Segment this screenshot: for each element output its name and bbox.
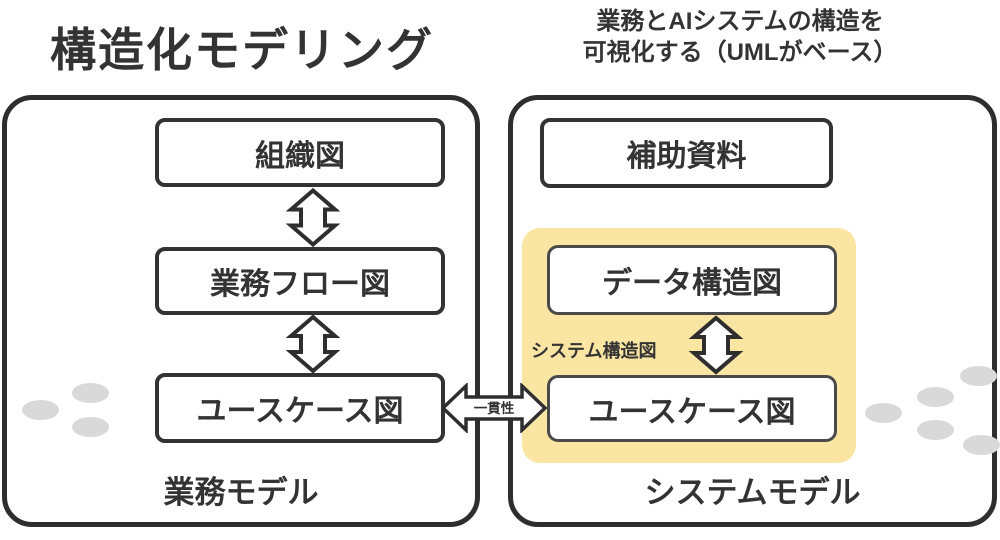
- business-model-panel: 業務モデル: [2, 95, 480, 527]
- ellipsis-dot-icon: [917, 420, 954, 440]
- ellipsis-dot-icon: [865, 403, 902, 423]
- subtitle-line-2: 可視化する（UMLがベース）: [582, 39, 898, 66]
- ellipsis-dot-icon: [960, 366, 997, 386]
- ellipsis-dot-icon: [72, 417, 109, 437]
- ellipsis-dot-icon: [22, 400, 59, 420]
- ellipsis-dot-icon: [963, 435, 1000, 455]
- node-usecase-diagram-system: ユースケース図: [547, 375, 837, 442]
- subtitle-line-1: 業務とAIシステムの構造を: [596, 8, 884, 35]
- consistency-arrow: 一貫性: [441, 383, 547, 433]
- ellipsis-dot-icon: [72, 383, 109, 403]
- business-model-label: 業務モデル: [163, 475, 319, 510]
- node-business-flow-diagram: 業務フロー図: [155, 247, 445, 315]
- system-model-panel: システムモデル: [508, 95, 997, 527]
- subtitle: 業務とAIシステムの構造を 可視化する（UMLがベース）: [540, 6, 940, 68]
- node-supporting-materials: 補助資料: [540, 118, 833, 188]
- horizontal-double-arrow-icon: [441, 383, 547, 433]
- vertical-double-arrow-icon: [283, 187, 343, 248]
- vertical-double-arrow-icon: [283, 314, 343, 374]
- vertical-double-arrow-icon: [686, 314, 746, 376]
- system-structure-group-label: システム構造図: [531, 341, 657, 361]
- page-title: 構造化モデリング: [50, 24, 434, 76]
- node-organization-chart: 組織図: [155, 118, 445, 187]
- system-model-label: システムモデル: [644, 475, 861, 510]
- node-usecase-diagram-business: ユースケース図: [155, 373, 445, 443]
- node-data-structure-diagram: データ構造図: [547, 245, 837, 315]
- consistency-arrow-label: 一貫性: [473, 401, 515, 417]
- ellipsis-dot-icon: [917, 387, 954, 407]
